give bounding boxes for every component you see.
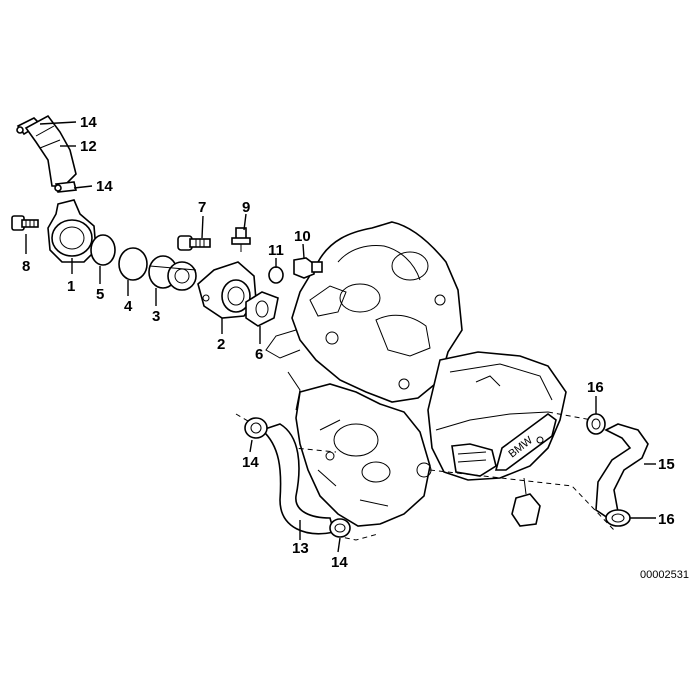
thermostat-cover-1	[47, 199, 97, 263]
hose-clamp-14-bottom	[329, 518, 351, 538]
bolt-8	[11, 215, 39, 231]
diagram-reference-number: 00002531	[640, 569, 689, 581]
hose-clamp-14-left	[244, 417, 268, 439]
bolt-7	[177, 235, 211, 251]
seal-ring-11	[268, 266, 284, 284]
callout-14-top: 14	[80, 114, 97, 131]
callout-5: 5	[96, 286, 104, 303]
callout-12: 12	[80, 138, 97, 155]
leader-lines	[25, 121, 656, 553]
callout-9: 9	[242, 199, 250, 216]
hose-clamp-16-bottom	[605, 509, 631, 527]
callout-6: 6	[255, 346, 263, 363]
hose-routing-line-16	[547, 411, 593, 421]
callout-14-left: 14	[242, 454, 259, 471]
o-ring-5	[90, 234, 116, 266]
engine-block: BMW	[265, 221, 567, 527]
gasket-6	[245, 291, 279, 327]
callout-11: 11	[268, 242, 284, 259]
coolant-hose-15	[595, 423, 649, 519]
hose-12	[24, 114, 77, 187]
temperature-sensor-9	[231, 227, 251, 252]
callout-14-lower: 14	[96, 178, 113, 195]
temperature-sender-10	[293, 257, 323, 279]
callout-14-bottom: 14	[331, 554, 348, 571]
callout-8: 8	[22, 258, 30, 275]
thermostat-3	[148, 255, 197, 291]
callout-3: 3	[152, 308, 160, 325]
hose-clamp-14-lower	[54, 181, 77, 193]
o-ring-4	[118, 247, 148, 281]
hose-clamp-16-top	[586, 413, 606, 435]
hose-routing-line-15	[429, 469, 615, 531]
callout-10: 10	[294, 228, 311, 245]
callout-4: 4	[124, 298, 133, 315]
callout-16-top: 16	[587, 379, 604, 396]
callout-2: 2	[217, 336, 225, 353]
callout-7: 7	[198, 199, 206, 216]
callout-15: 15	[658, 456, 675, 473]
hose-routing-line-14	[335, 533, 379, 541]
thermostat-housing-2	[197, 261, 257, 319]
callout-1: 1	[67, 278, 75, 295]
callout-16-bottom: 16	[658, 511, 675, 528]
callout-13: 13	[292, 540, 309, 557]
